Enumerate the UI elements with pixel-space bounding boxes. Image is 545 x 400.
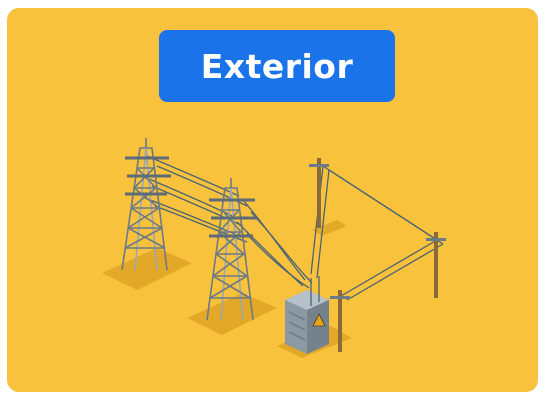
category-card[interactable]: Exterior	[7, 8, 538, 392]
utility-pole-icon	[330, 290, 350, 352]
power-line-illustration	[102, 138, 446, 358]
utility-pole-icon	[426, 232, 446, 298]
category-title-label: Exterior	[200, 46, 354, 86]
high-voltage-warning-icon	[312, 313, 326, 327]
category-title-button[interactable]: Exterior	[159, 30, 395, 102]
utility-pole-icon	[309, 158, 329, 228]
transformer-icon	[285, 276, 329, 354]
power-wires	[141, 155, 444, 301]
ground-shadows	[102, 220, 352, 358]
transmission-tower-icon	[206, 178, 257, 321]
transmission-tower-icon	[121, 138, 171, 271]
